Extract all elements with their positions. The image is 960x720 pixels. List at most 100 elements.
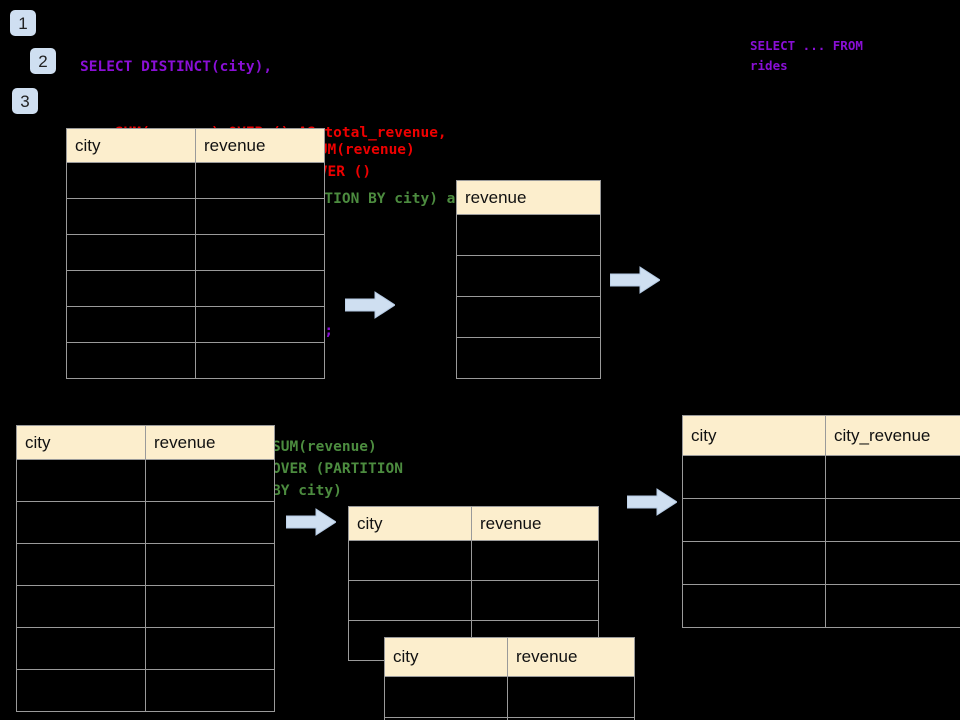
partition-group-a-table: city revenue: [348, 506, 599, 661]
step-badge-1-label: 1: [18, 13, 28, 33]
table-row: [682, 584, 960, 628]
annotation-select-from-rides: SELECT ... FROM rides: [750, 38, 863, 73]
column-header-revenue: revenue: [145, 425, 275, 460]
cell-city: [16, 459, 146, 502]
cell-revenue: [145, 585, 275, 628]
annotation-sum-over-empty: SUM(revenue) OVER (): [310, 142, 415, 180]
cell-city: [682, 498, 826, 542]
table-row: [66, 234, 325, 271]
table-row: [66, 198, 325, 235]
column-header-city: city: [16, 425, 146, 460]
cell-city: [66, 234, 196, 271]
cell-revenue: [145, 669, 275, 712]
cell-revenue: [195, 270, 325, 307]
table-row: [456, 296, 601, 338]
step-badge-3: 3: [12, 88, 38, 114]
total-revenue-table: revenue: [456, 180, 601, 379]
cell-city: [16, 543, 146, 586]
cell-revenue: [195, 234, 325, 271]
cell-revenue: [145, 501, 275, 544]
arrow-source-to-partition: [286, 508, 336, 536]
cell-revenue: [195, 162, 325, 199]
cell-revenue: [456, 296, 601, 338]
step-badge-2: 2: [30, 48, 56, 74]
arrow-total-to-result: [610, 266, 660, 294]
table-row: [66, 162, 325, 199]
step-badge-3-label: 3: [20, 91, 30, 111]
cell-city: [16, 501, 146, 544]
annotation-sum-over-partition: SUM(revenue) OVER (PARTITION BY city): [272, 439, 403, 499]
column-header-revenue: revenue: [471, 506, 599, 541]
cell-city-revenue: [825, 541, 960, 585]
arrow-source-to-total: [345, 291, 395, 319]
table-row: [348, 540, 599, 581]
source-table: city revenue: [66, 128, 325, 379]
table-row: [16, 459, 275, 502]
step-badge-2-label: 2: [38, 51, 48, 71]
cell-city-revenue: [825, 455, 960, 499]
cell-city: [348, 580, 472, 621]
cell-revenue: [507, 676, 635, 718]
table-row: [66, 306, 325, 343]
table-row: [348, 580, 599, 621]
table-row: [384, 676, 635, 718]
table-row: [16, 669, 275, 712]
cell-city: [348, 540, 472, 581]
cell-revenue: [195, 342, 325, 379]
column-header-revenue: revenue: [507, 637, 635, 677]
cell-revenue: [195, 198, 325, 235]
partition-group-b-table: city revenue: [384, 637, 635, 720]
cell-city: [66, 270, 196, 307]
cell-revenue: [145, 543, 275, 586]
cell-city: [66, 306, 196, 343]
table-header-row: city city_revenue: [682, 415, 960, 456]
table-header-row: city revenue: [16, 425, 275, 460]
city-revenue-result-table: city city_revenue: [682, 415, 960, 628]
column-header-revenue: revenue: [195, 128, 325, 163]
column-header-revenue: revenue: [456, 180, 601, 215]
column-header-city-revenue: city_revenue: [825, 415, 960, 456]
cell-city-revenue: [825, 498, 960, 542]
table-row: [16, 501, 275, 544]
column-header-city: city: [384, 637, 508, 677]
cell-revenue: [456, 255, 601, 297]
cell-city: [682, 584, 826, 628]
cell-city: [16, 585, 146, 628]
table-header-row: city revenue: [66, 128, 325, 163]
table-header-row: revenue: [456, 180, 601, 215]
cell-revenue: [195, 306, 325, 343]
table-row: [682, 455, 960, 499]
table-row: [16, 627, 275, 670]
cell-revenue: [471, 540, 599, 581]
cell-city: [66, 342, 196, 379]
cell-city: [384, 676, 508, 718]
sql-line-1: SELECT DISTINCT(city),: [80, 59, 273, 75]
cell-city: [682, 541, 826, 585]
table-row: [456, 337, 601, 379]
cell-city: [682, 455, 826, 499]
cell-revenue: [145, 627, 275, 670]
cell-city: [66, 162, 196, 199]
cell-revenue: [471, 580, 599, 621]
cell-revenue: [507, 717, 635, 720]
column-header-city: city: [348, 506, 472, 541]
cell-revenue: [456, 337, 601, 379]
step-badge-1: 1: [10, 10, 36, 36]
partition-source-table: city revenue: [16, 425, 275, 712]
table-row: [66, 270, 325, 307]
table-header-row: city revenue: [348, 506, 599, 541]
table-row: [16, 585, 275, 628]
table-row: [456, 214, 601, 256]
table-header-row: city revenue: [384, 637, 635, 677]
table-row: [682, 498, 960, 542]
table-row: [682, 541, 960, 585]
cell-city: [16, 627, 146, 670]
cell-city: [66, 198, 196, 235]
arrow-partition-to-result: [627, 488, 677, 516]
table-row: [16, 543, 275, 586]
table-row: [66, 342, 325, 379]
table-row: [384, 717, 635, 720]
cell-city: [16, 669, 146, 712]
cell-city-revenue: [825, 584, 960, 628]
